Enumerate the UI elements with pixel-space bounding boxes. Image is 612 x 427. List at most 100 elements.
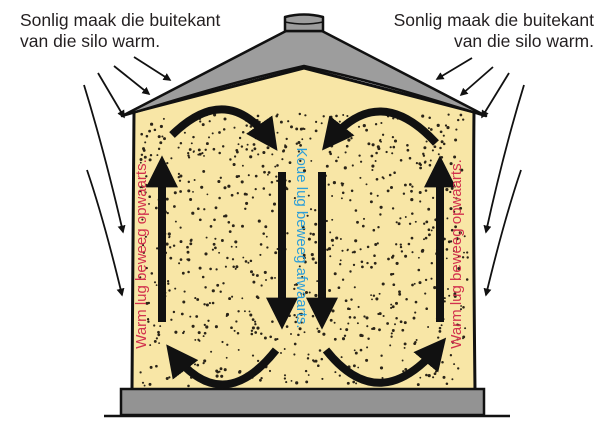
grain-dot (147, 320, 150, 323)
grain-dot (460, 305, 462, 307)
grain-dot (381, 176, 384, 179)
grain-dot (140, 153, 144, 157)
grain-dot (189, 242, 193, 246)
grain-dot (317, 329, 321, 334)
grain-dot (304, 114, 307, 117)
grain-dot (449, 207, 453, 211)
grain-dot (316, 327, 319, 330)
grain-dot (427, 207, 431, 211)
grain-dot (178, 262, 181, 265)
grain-dot (320, 122, 323, 125)
grain-dot (359, 160, 363, 163)
grain-dot (327, 183, 330, 186)
grain-dot (411, 212, 414, 215)
grain-dot (302, 227, 306, 231)
grain-dot (300, 292, 303, 295)
grain-dot (412, 316, 416, 320)
grain-dot (249, 313, 253, 317)
grain-dot (457, 367, 460, 370)
grain-dot (352, 263, 356, 267)
grain-dot (231, 258, 235, 261)
grain-dot (332, 181, 336, 185)
grain-dot (235, 149, 239, 152)
grain-dot (206, 193, 209, 196)
grain-dot (342, 114, 345, 116)
grain-dot (452, 249, 455, 253)
grain-dot (390, 186, 393, 189)
grain-dot (235, 245, 238, 248)
grain-dot (369, 200, 373, 204)
grain-dot (204, 148, 207, 151)
grain-dot (283, 348, 286, 350)
grain-dot (298, 112, 302, 116)
grain-dot (233, 155, 237, 158)
grain-dot (310, 159, 313, 162)
grain-dot (271, 209, 274, 213)
grain-dot (374, 160, 377, 162)
grain-dot (457, 118, 460, 122)
grain-dot (288, 179, 291, 183)
grain-dot (366, 346, 369, 349)
silo-roof (120, 29, 488, 118)
grain-dot (166, 280, 170, 283)
grain-dot (359, 248, 362, 251)
grain-dot (365, 183, 368, 186)
grain-dot (299, 159, 302, 163)
grain-dot (436, 123, 440, 127)
grain-dot (316, 280, 319, 283)
grain-dot (219, 176, 222, 179)
grain-dot (209, 267, 212, 271)
grain-dot (433, 145, 437, 149)
grain-dot (421, 114, 425, 118)
grain-dot (147, 301, 151, 305)
grain-dot (395, 243, 398, 246)
grain-dot (418, 191, 422, 194)
grain-dot (391, 152, 394, 155)
grain-dot (168, 376, 171, 379)
grain-dot (314, 222, 318, 226)
grain-dot (325, 219, 328, 223)
grain-dot (256, 359, 260, 363)
grain-dot (203, 303, 206, 306)
grain-dot (157, 333, 161, 337)
grain-dot (157, 330, 160, 334)
grain-dot (244, 207, 247, 210)
grain-dot (322, 332, 326, 336)
grain-dot (430, 277, 433, 280)
grain-dot (253, 147, 257, 151)
grain-dot (419, 376, 422, 379)
grain-dot (449, 190, 452, 194)
grain-dot (237, 175, 241, 178)
grain-dot (228, 230, 232, 233)
grain-dot (447, 240, 451, 244)
grain-dot (223, 368, 227, 372)
grain-dot (157, 135, 161, 139)
grain-dot (240, 180, 244, 184)
grain-dot (407, 242, 411, 246)
grain-dot (149, 365, 153, 369)
grain-dot (453, 292, 457, 296)
grain-dot (165, 377, 169, 380)
grain-dot (256, 326, 260, 330)
grain-dot (192, 150, 195, 153)
grain-dot (139, 161, 142, 164)
sun-ray-arrow-icon (83, 84, 126, 234)
grain-dot (307, 374, 310, 376)
grain-dot (360, 334, 364, 338)
grain-dot (205, 303, 209, 307)
grain-dot (328, 289, 332, 292)
grain-dot (459, 206, 463, 210)
grain-dot (337, 156, 340, 159)
sun-ray-arrow-icon (483, 84, 525, 234)
grain-dot (241, 297, 244, 300)
grain-dot (411, 251, 414, 254)
grain-dot (297, 333, 300, 337)
grain-dot (221, 145, 225, 148)
grain-dot (218, 370, 221, 373)
grain-dot (399, 320, 403, 324)
grain-dot (351, 164, 354, 167)
grain-dot (232, 162, 236, 167)
grain-dot (440, 140, 444, 144)
grain-dot (416, 383, 420, 387)
grain-dot (423, 238, 425, 241)
